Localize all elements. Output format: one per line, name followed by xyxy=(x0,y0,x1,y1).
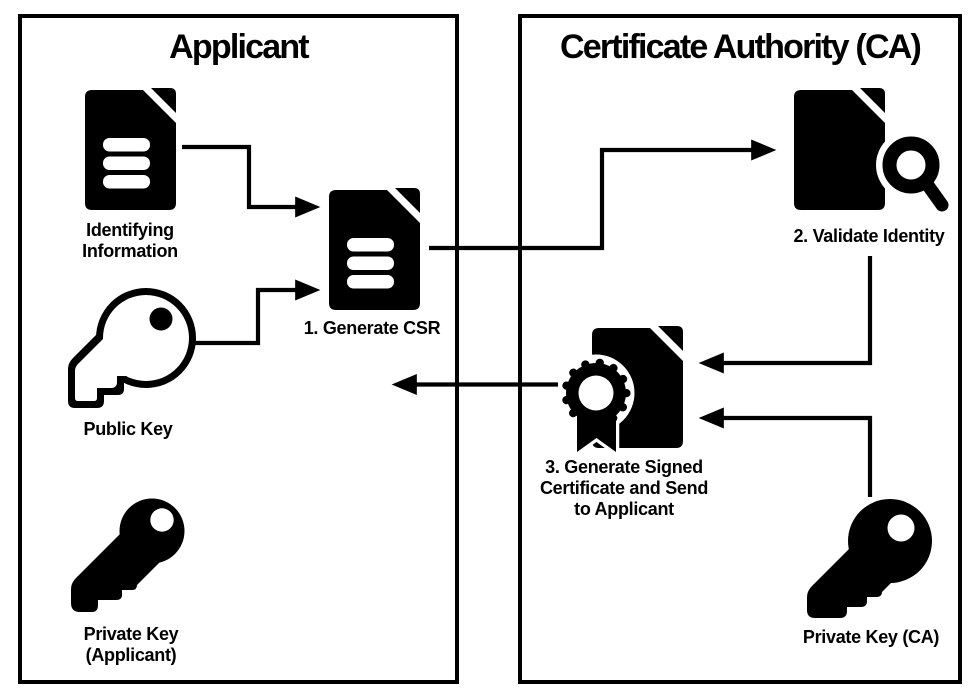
validate-identity-label: 2. Validate Identity xyxy=(793,226,945,246)
identifying-information-label: Identifying Information xyxy=(82,220,178,261)
magnifier-lens xyxy=(882,136,940,194)
arrow-validate-to-certificate xyxy=(698,256,873,374)
applicant-panel-title: Applicant xyxy=(169,28,310,66)
arrow-identifying-to-csr xyxy=(182,144,321,218)
private-key-applicant-label: Private Key (Applicant) xyxy=(83,624,179,665)
document-lines-icon xyxy=(85,88,176,210)
private-key-ca-label: Private Key (CA) xyxy=(802,627,940,647)
key-solid-icon xyxy=(807,499,932,618)
arrow-csr-to-validate xyxy=(429,139,777,251)
key-solid-icon xyxy=(71,498,185,612)
generate-signed-certificate-label: 3. Generate Signed Certificate and Send … xyxy=(539,457,709,519)
certificate-ribbon-icon xyxy=(557,326,683,459)
flow-arrows xyxy=(182,139,873,497)
ca-panel-title: Certificate Authority (CA) xyxy=(560,28,922,66)
arrow-publickey-to-csr xyxy=(194,279,321,346)
keyhole-dot xyxy=(150,508,174,532)
keyhole-dot xyxy=(149,307,173,331)
arrow-cakey-to-certificate xyxy=(698,407,873,497)
rosette-scallops xyxy=(561,358,631,428)
public-key-label: Public Key xyxy=(83,419,173,439)
document-magnifier-icon xyxy=(794,88,949,212)
key-outline-icon xyxy=(68,288,196,408)
generate-csr-label: 1. Generate CSR xyxy=(303,318,441,338)
document-lines-icon xyxy=(329,188,420,310)
magnifier-handle xyxy=(920,177,949,212)
keyhole-dot xyxy=(887,514,915,542)
